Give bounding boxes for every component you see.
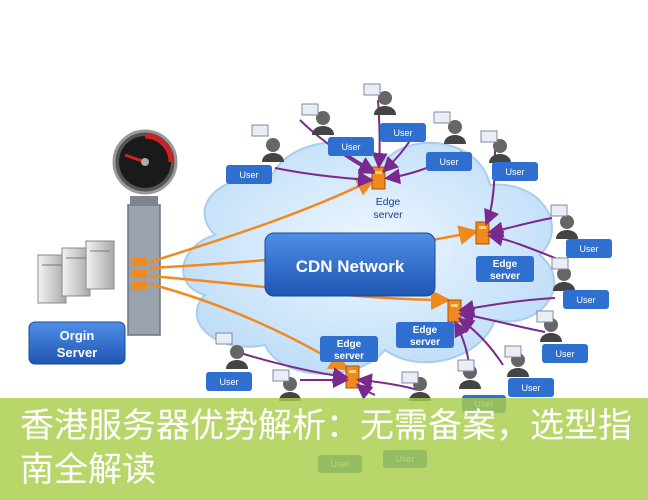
edge-server-right: Edge server [475,221,534,282]
origin-server-icon [37,240,115,304]
banner-title: 香港服务器优势解析：无需备案，选型指南全解读 [20,406,632,490]
user-node-2: User [301,103,374,156]
cdn-network-label: CDN Network [296,257,405,276]
user-label: User [576,295,595,305]
edge-label-line1: Edge [493,259,518,270]
edge-label-line2: server [490,271,520,282]
edge-label-line2: server [410,337,440,348]
edge-label-line1: Edge [337,339,362,350]
origin-connector-rack [127,196,161,336]
edge-server-lower-right: Edge server [396,299,462,348]
origin-label-line1: Orgin [60,328,95,343]
user-label: User [579,244,598,254]
user-node-9: User [504,345,554,397]
user-node-8: User [536,310,588,363]
edge-label-line2: server [334,351,364,362]
user-node-11: User [206,332,252,391]
edge-label-line1: Edge [376,196,401,208]
user-node-12 [272,369,301,401]
user-label: User [439,157,458,167]
origin-label-line2: Server [57,345,97,360]
user-label: User [393,128,412,138]
user-node-5: User [480,130,538,181]
user-label: User [521,383,540,393]
speed-gauge-icon [112,129,178,195]
user-label: User [555,349,574,359]
cdn-network-box: CDN Network [264,232,436,297]
origin-server-box: Orgin Server [28,321,126,365]
title-banner [0,398,648,500]
user-node-7: User [551,257,609,309]
user-node-1: User [226,124,284,184]
edge-label-line2: server [373,209,403,221]
user-label: User [219,377,238,387]
user-label: User [341,142,360,152]
user-label: User [239,170,258,180]
edge-label-line1: Edge [413,325,438,336]
user-node-4: User [426,111,472,171]
user-node-3: User [363,83,426,142]
user-label: User [505,167,524,177]
user-node-6: User [550,204,612,258]
